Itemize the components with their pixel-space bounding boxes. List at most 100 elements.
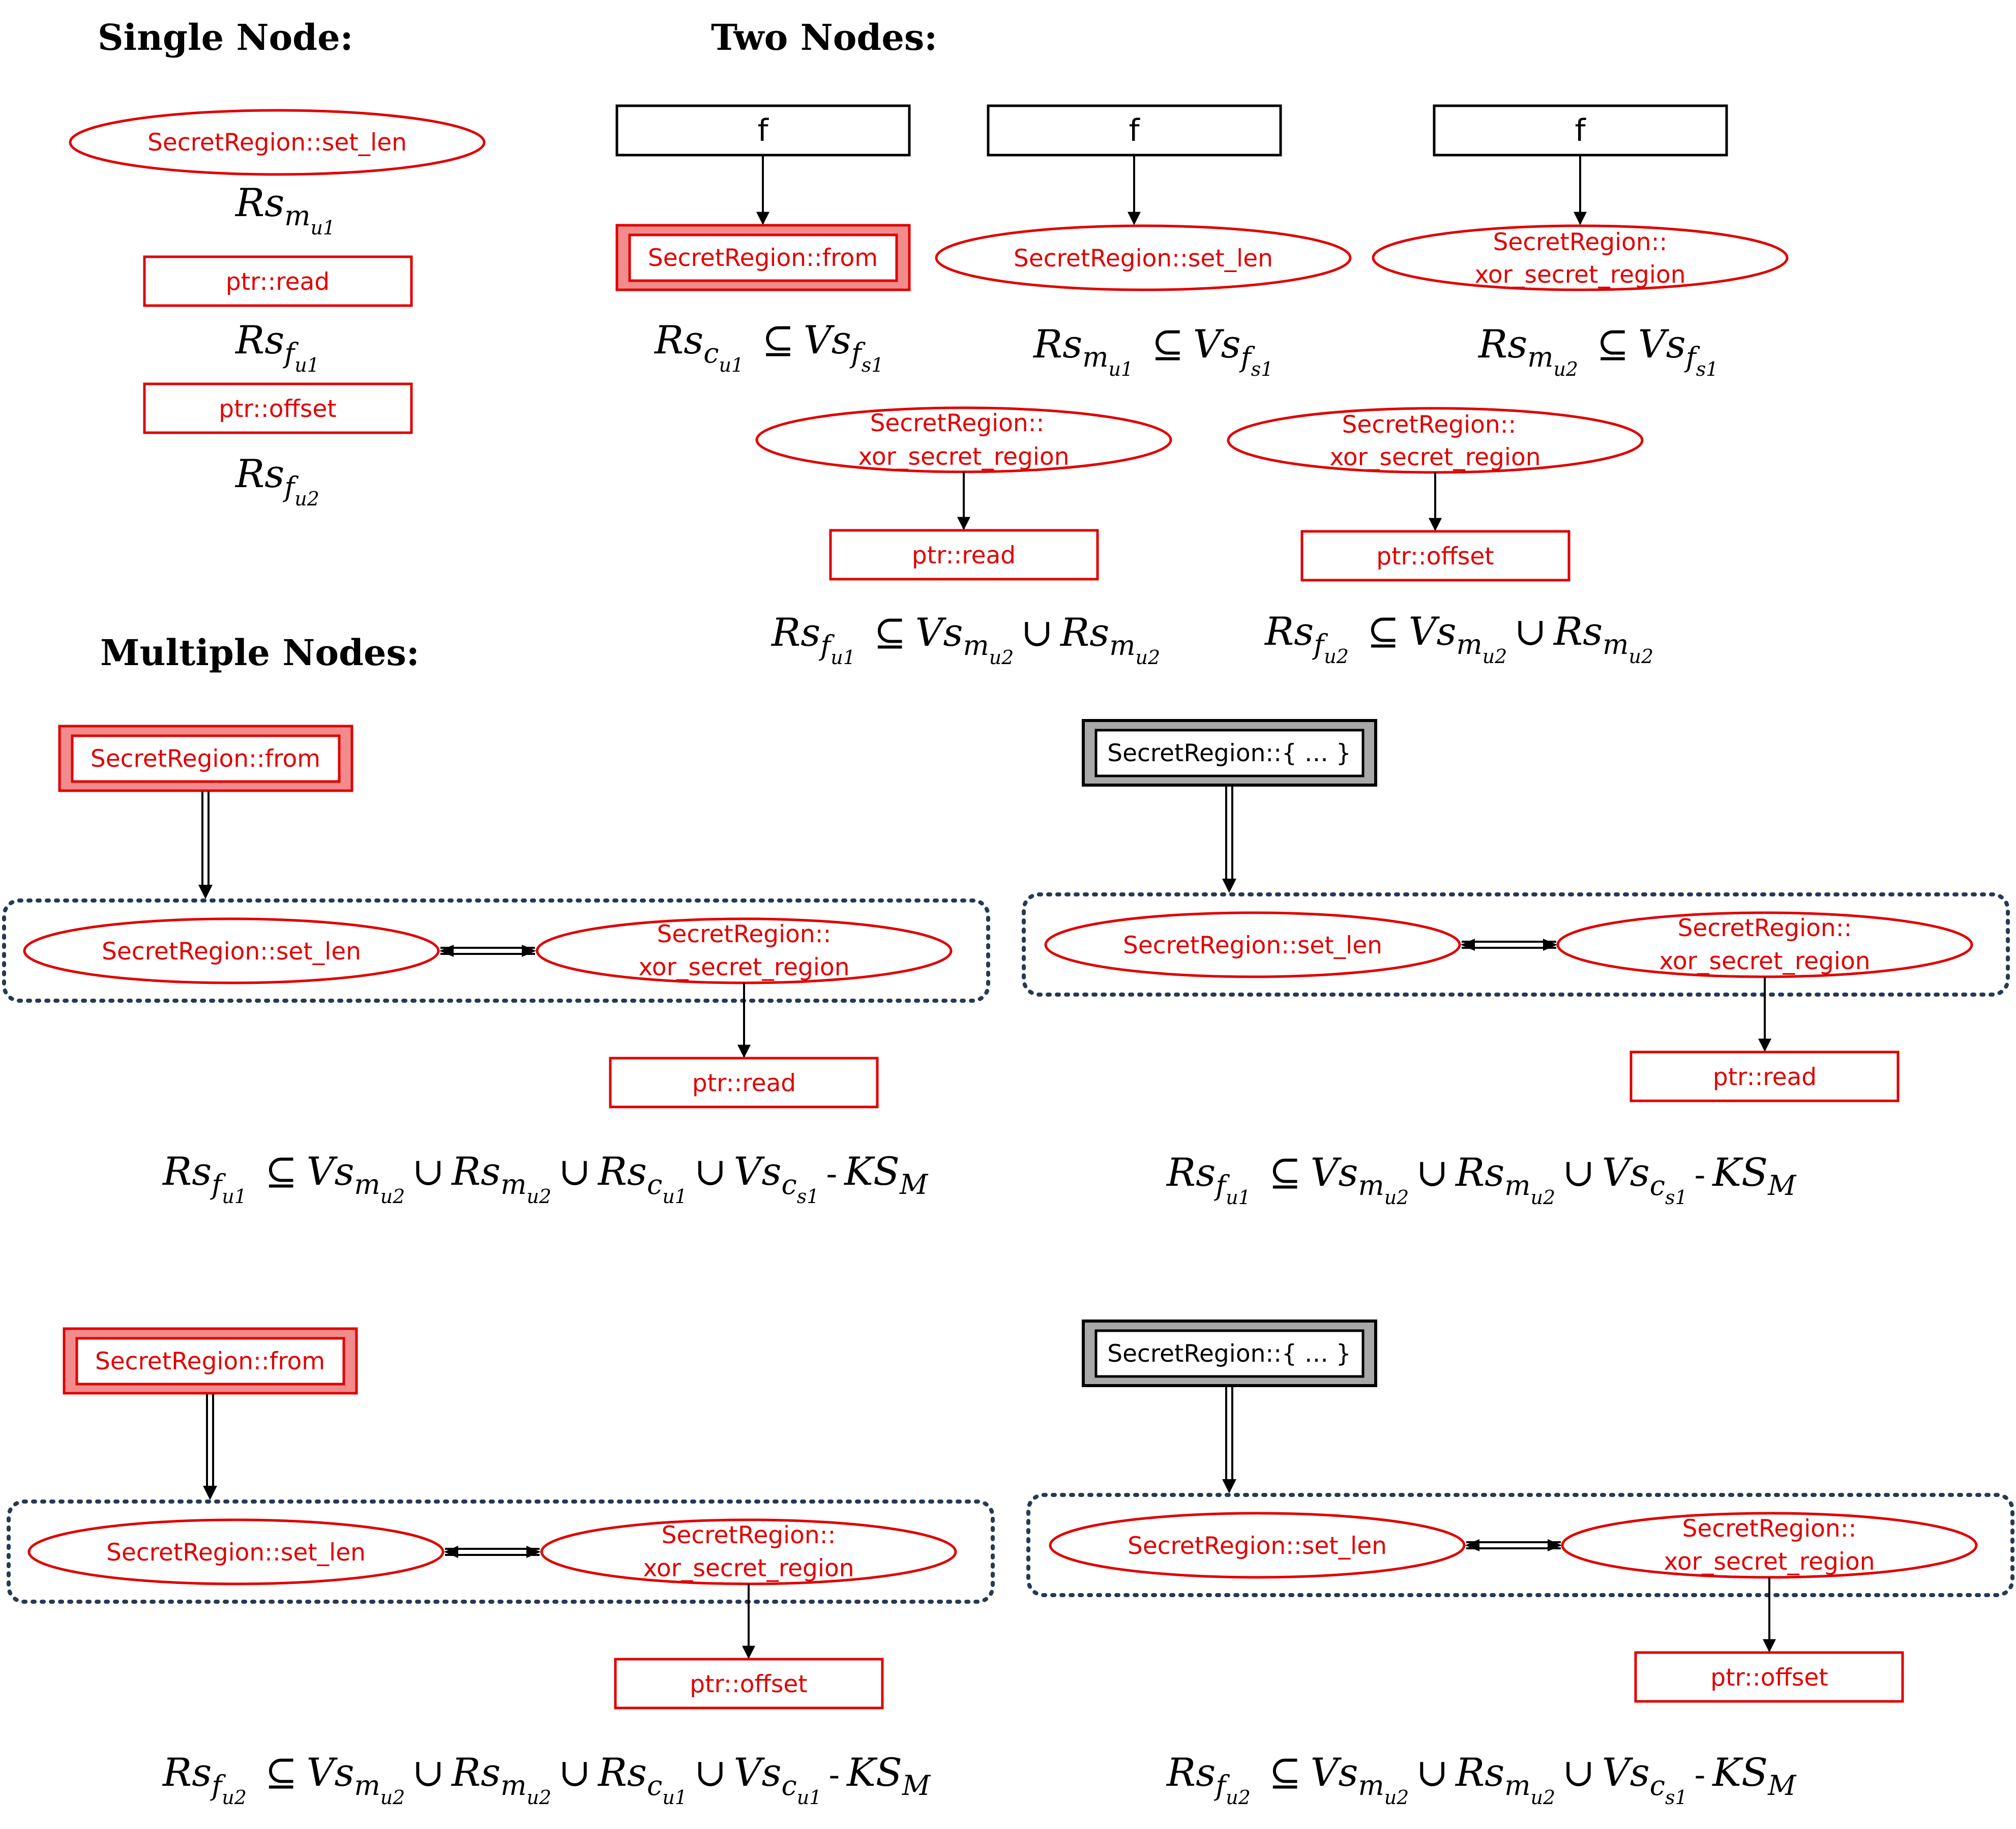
ptr-read-node (609, 1057, 879, 1108)
xor-label-line1: SecretRegion:: (1678, 914, 1852, 942)
set-len-node (935, 224, 1352, 291)
edge-from-to-scc-head (203, 1486, 217, 1500)
f-label: f (757, 113, 769, 148)
formula-multi-offset-any: Rsfu2⊆Vsmu2∪Rsmu2∪Vscs1-KSM (1166, 1750, 1797, 1809)
set-len-label: SecretRegion::set_len (147, 129, 407, 157)
edge-any-to-scc-head (1222, 1479, 1236, 1493)
formula-multi-offset-from: Rsfu2⊆Vsmu2∪Rsmu2∪Rscu1∪Vscu1-KSM (162, 1750, 931, 1809)
formula-rs-m-u1-sub-vs-f-s1: Rsmu1⊆Vsfs1 (1032, 321, 1273, 380)
edge-bidir-head-left (439, 945, 454, 957)
ptr-offset-node (143, 382, 413, 434)
single-node-header: Single Node: (98, 16, 353, 58)
scc-group (2, 898, 990, 1003)
edge-bidir-head-left (444, 1546, 458, 1558)
ptr-offset-label: ptr::offset (219, 395, 336, 423)
xor-label-line1: SecretRegion:: (1493, 228, 1668, 256)
f-label: f (1129, 113, 1140, 148)
multiple-nodes-header: Multiple Nodes: (100, 632, 420, 674)
ptr-read-node (1629, 1051, 1900, 1102)
set-len-label: SecretRegion::set_len (1014, 245, 1273, 273)
set-len-node (1049, 1512, 1466, 1579)
ptr-read-node (143, 255, 413, 307)
single-node-column: SecretRegion::set_len Rsmu1 ptr::read Rs… (69, 109, 486, 510)
edge-from-to-scc-head (198, 885, 213, 899)
scc-group (1026, 1493, 2014, 1597)
set-len-label: SecretRegion::set_len (1123, 932, 1382, 960)
from-label: SecretRegion::from (95, 1347, 325, 1375)
formula-rs-f-u1: Rsfu1 (234, 317, 319, 376)
f-node (615, 104, 911, 157)
two-nodes-xor-read: SecretRegion:: xor_secret_region ptr::re… (755, 406, 1172, 669)
edge-bidir-head-right (522, 945, 536, 957)
set-len-label: SecretRegion::set_len (106, 1539, 366, 1567)
two-nodes-xor-offset: SecretRegion:: xor_secret_region ptr::of… (1227, 407, 1653, 668)
ptr-offset-label: ptr::offset (690, 1670, 807, 1698)
from-label: SecretRegion::from (91, 745, 320, 773)
ptr-offset-node (614, 1658, 884, 1710)
from-node-inner (628, 233, 898, 282)
ptr-offset-node (1300, 530, 1570, 582)
two-nodes-f-from: f SecretRegion::from Rscu1⊆Vsfs1 (615, 104, 911, 376)
two-nodes-f-setlen: f SecretRegion::set_len Rsmu1⊆Vsfs1 (935, 104, 1352, 380)
set-len-node (69, 109, 486, 176)
set-len-node (23, 917, 440, 984)
formula-rs-f-u1-sub-vs-m-u2-cup-rs-m-u2: Rsfu1⊆Vsmu2∪Rsmu2 (770, 610, 1160, 669)
ptr-offset-node (1634, 1651, 1904, 1703)
from-node-inner (71, 734, 341, 783)
ptr-read-label: ptr::read (912, 542, 1016, 569)
multi-from-read: SecretRegion::from SecretRegion::set_len… (2, 725, 990, 1208)
multi-from-offset: SecretRegion::from SecretRegion::set_len… (7, 1327, 995, 1809)
from-node-inner (75, 1337, 345, 1386)
edge-bidir-head-right (1543, 939, 1557, 951)
ptr-read-label: ptr::read (1713, 1063, 1817, 1091)
xor-node (1372, 224, 1789, 291)
set-len-label: SecretRegion::set_len (1128, 1532, 1387, 1560)
f-node (1433, 104, 1728, 157)
multi-any-offset: SecretRegion::{ … } SecretRegion::set_le… (1026, 1320, 2014, 1809)
ptr-read-node (829, 529, 1099, 581)
multi-any-read: SecretRegion::{ … } SecretRegion::set_le… (1022, 719, 2010, 1209)
any-label: SecretRegion::{ … } (1107, 1340, 1351, 1368)
formula-rs-m-u1: Rsmu1 (234, 180, 335, 239)
scc-group (7, 1500, 995, 1604)
xor-label-line2: xor_secret_region (1659, 947, 1871, 975)
xor-label-line2: xor_secret_region (1330, 443, 1541, 471)
any-label: SecretRegion::{ … } (1107, 739, 1351, 767)
xor-label-line1: SecretRegion:: (662, 1521, 836, 1549)
set-len-label: SecretRegion::set_len (102, 938, 361, 966)
ptr-read-label: ptr::read (226, 268, 330, 296)
f-node (987, 104, 1282, 157)
edge-bidir-head-left (1461, 939, 1475, 951)
ptr-read-label: ptr::read (692, 1069, 796, 1097)
xor-label-line2: xor_secret_region (643, 1554, 854, 1582)
set-len-node (1044, 911, 1461, 978)
edge-bidir-head-right (1548, 1539, 1562, 1551)
ptr-offset-label: ptr::offset (1376, 543, 1494, 571)
two-nodes-f-xor: f SecretRegion:: xor_secret_region Rsmu2… (1372, 104, 1789, 380)
xor-label-line2: xor_secret_region (639, 953, 850, 981)
f-label: f (1575, 113, 1586, 148)
ptr-offset-label: ptr::offset (1710, 1664, 1828, 1692)
two-nodes-header: Two Nodes: (711, 16, 937, 58)
formula-multi-read-any: Rsfu1⊆Vsmu2∪Rsmu2∪Vscs1-KSM (1166, 1150, 1797, 1209)
xor-label-line2: xor_secret_region (1664, 1548, 1875, 1576)
formula-rs-f-u2-sub-vs-m-u2-cup-rs-m-u2: Rsfu2⊆Vsmu2∪Rsmu2 (1264, 609, 1653, 668)
formula-rs-m-u2-sub-vs-f-s1: Rsmu2⊆Vsfs1 (1477, 321, 1718, 380)
any-node-inner (1094, 729, 1365, 777)
xor-label-line1: SecretRegion:: (1342, 411, 1517, 439)
formula-rs-c-u1-sub-vs-f-s1: Rscu1⊆Vsfs1 (654, 317, 883, 376)
set-len-node (27, 1518, 444, 1585)
edge-bidir-head-left (1465, 1539, 1479, 1551)
xor-label-line1: SecretRegion:: (870, 409, 1045, 437)
scc-group (1022, 892, 2010, 997)
any-node-inner (1094, 1329, 1365, 1378)
xor-label-line1: SecretRegion:: (657, 920, 832, 948)
from-label: SecretRegion::from (648, 244, 878, 272)
edge-any-to-scc-head (1222, 879, 1236, 893)
xor-label-line1: SecretRegion:: (1682, 1515, 1857, 1543)
edge-bidir-head-right (526, 1546, 541, 1558)
xor-label-line2: xor_secret_region (1475, 261, 1686, 289)
xor-label-line2: xor_secret_region (858, 443, 1070, 471)
formula-rs-f-u2: Rsfu2 (234, 451, 319, 510)
